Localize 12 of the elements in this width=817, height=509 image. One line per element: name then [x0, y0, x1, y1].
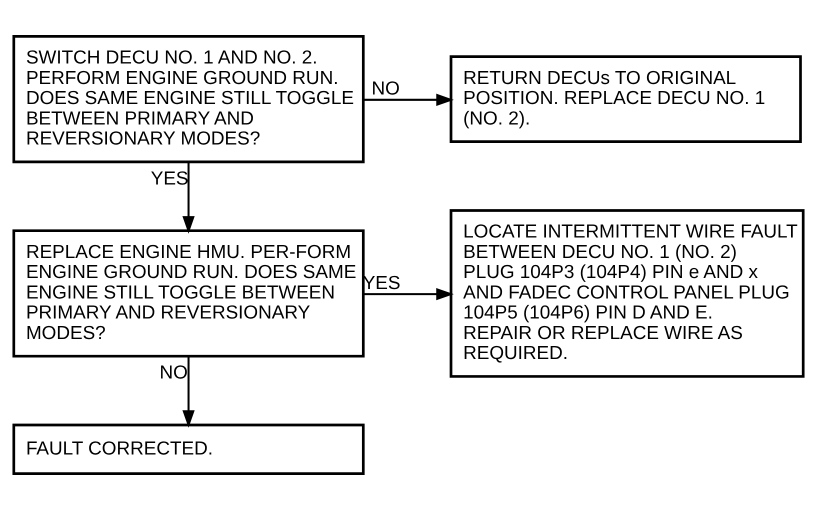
edge-label: NO — [372, 78, 400, 100]
edge-label: YES — [362, 272, 400, 294]
edge-label: NO — [160, 362, 188, 384]
node-box: RETURN DECUs TO ORIGINAL POSITION. REPLACE DECU NO. 1 (NO. 2). — [450, 54, 802, 142]
node-box: REPLACE ENGINE HMU. PER-FORM ENGINE GROUND RUN. DOES SAME ENGINE STILL TOGGLE BETWEEN PRIMARY AND REVERSIONARY MODES? — [12, 228, 365, 358]
arrow — [364, 287, 454, 300]
arrow — [182, 162, 195, 234]
node-box: LOCATE INTERMITTENT WIRE FAULT BETWEEN DECU NO. 1 (NO. 2) PLUG 104P3 (104P4) PIN e AND x AND FADEC CONTROL PANEL PLUG 104P5 (104P6) PIN D AND E. REPAIR OR REPLACE WIRE AS REQUIRED. — [450, 208, 805, 378]
arrow — [182, 356, 195, 428]
arrow — [364, 93, 454, 106]
node-box: SWITCH DECU NO. 1 AND NO. 2. PERFORM ENGINE GROUND RUN. DOES SAME ENGINE STILL TOGGLE BETWEEN PRIMARY AND REVERSIONARY MODES? — [12, 34, 365, 163]
node-box: FAULT CORRECTED. — [12, 423, 365, 474]
